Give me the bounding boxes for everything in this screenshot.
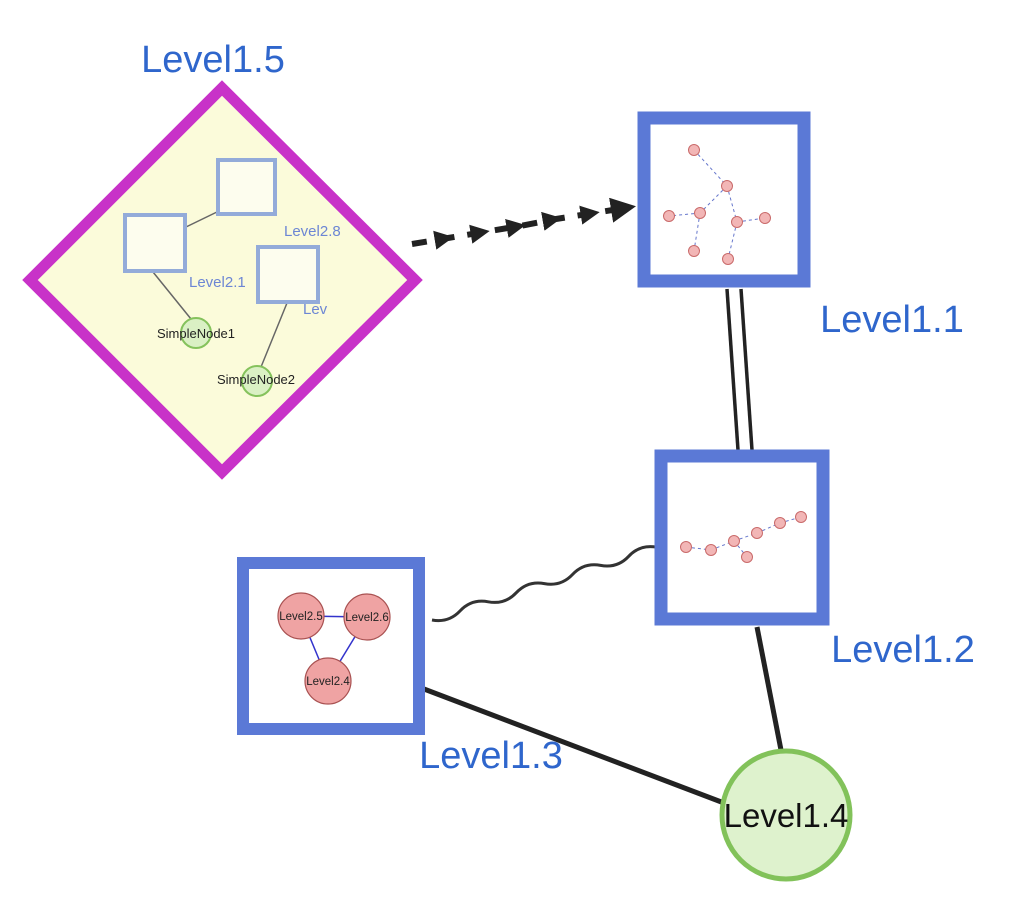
node-simple-node-2-label: SimpleNode2 bbox=[217, 372, 295, 387]
node-level2-5-label: Level2.5 bbox=[279, 611, 322, 623]
node-level1-1-box[interactable] bbox=[637, 111, 811, 288]
node-level2-6[interactable] bbox=[343, 593, 391, 641]
node-level2-5[interactable] bbox=[277, 592, 325, 640]
node-level1-2-label: Level1.2 bbox=[831, 629, 975, 671]
node-level1-5-label: Level1.5 bbox=[141, 39, 285, 81]
edge-level15-to-level11-dashed-arrow[interactable] bbox=[411, 197, 636, 250]
top-level-edges bbox=[411, 197, 784, 806]
node-simple-node-1-label: SimpleNode1 bbox=[157, 326, 235, 341]
edge-level13-to-level12-wavy[interactable] bbox=[431, 545, 658, 623]
node-level2-8[interactable] bbox=[216, 158, 277, 216]
edge-level21-to-simplenode1[interactable] bbox=[152, 271, 192, 320]
node-level2-1[interactable] bbox=[123, 213, 187, 273]
node-level2-1-label: Level2.1 bbox=[189, 274, 246, 291]
node-level1-4-group: Level1.4 bbox=[719, 748, 853, 882]
node-level2-4[interactable] bbox=[304, 657, 352, 705]
node-level1-3-box[interactable] bbox=[237, 557, 425, 735]
node-level1-4-label: Level1.4 bbox=[724, 797, 849, 834]
edge-level11-to-level12-double-a[interactable] bbox=[725, 288, 740, 451]
node-level2-8-label: Level2.8 bbox=[284, 223, 341, 240]
edge-level11-to-level12-double-b[interactable] bbox=[739, 288, 754, 451]
edge-levelx-to-simplenode2[interactable] bbox=[260, 302, 288, 368]
node-level1-3-label: Level1.3 bbox=[419, 735, 563, 777]
node-level1-3-group: Level2.5 Level2.6 Level2.4 Level1.3 bbox=[237, 557, 563, 777]
edge-level13-to-level14[interactable] bbox=[423, 686, 725, 806]
node-simple-node-2[interactable] bbox=[241, 365, 273, 397]
node-level1-4[interactable] bbox=[719, 748, 853, 882]
node-level2-4-label: Level2.4 bbox=[306, 676, 350, 688]
edge-level28-to-level21[interactable] bbox=[185, 210, 220, 228]
level1-1-mini-graph bbox=[668, 149, 766, 260]
edge-level12-to-level14[interactable] bbox=[754, 626, 784, 751]
node-level1-1-label: Level1.1 bbox=[820, 299, 964, 341]
level1-5-diamond-shape[interactable] bbox=[22, 80, 423, 480]
level1-1-mini-nodes bbox=[663, 144, 771, 265]
level1-2-mini-nodes bbox=[680, 511, 807, 563]
node-level2-6-label: Level2.6 bbox=[345, 612, 388, 624]
node-level2-x-label: Lev bbox=[303, 301, 328, 318]
node-level1-2-box[interactable] bbox=[654, 449, 830, 626]
node-level1-5-group: Level2.8 Level2.1 Lev SimpleNode1 Simple… bbox=[22, 39, 423, 480]
node-level1-1-group: Level1.1 bbox=[637, 111, 964, 341]
node-simple-node-1[interactable] bbox=[180, 317, 212, 349]
node-level1-2-group: Level1.2 bbox=[654, 449, 975, 671]
node-level2-x[interactable] bbox=[256, 245, 320, 304]
